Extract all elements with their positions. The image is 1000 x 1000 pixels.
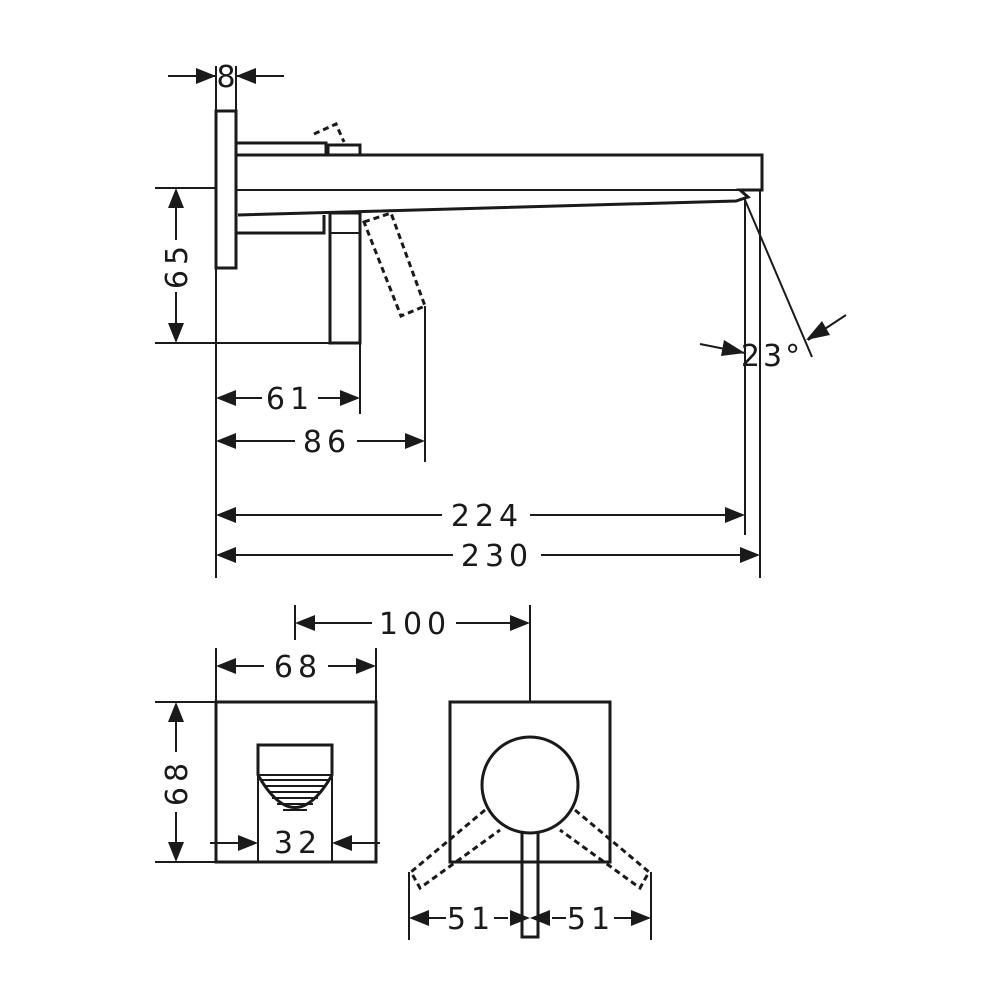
dim-rotation-left-51: 51	[447, 902, 495, 937]
dim-projection-230: 230	[461, 539, 533, 574]
lever-rotated-right	[559, 808, 651, 891]
dim-lever-86: 86	[303, 425, 351, 460]
dim-plate-thickness: 8	[216, 60, 235, 95]
dim-rotation-right-51: 51	[567, 902, 615, 937]
spout-plate	[214, 700, 378, 864]
dim-angle-23: 23°	[741, 339, 803, 374]
lever-handle-rotated	[362, 211, 427, 318]
dim-width-68: 68	[274, 650, 322, 685]
spout	[236, 153, 764, 217]
dim-height-65: 65	[160, 241, 195, 289]
dim-outlet-32: 32	[274, 826, 322, 861]
side-view: 8 65 61 86 224	[155, 60, 847, 578]
aerator-hatch	[262, 779, 328, 811]
mixer-knob	[480, 735, 580, 835]
mixer-lever	[520, 833, 540, 939]
dim-projection-224: 224	[451, 499, 523, 534]
lever-rotated-left	[409, 808, 501, 891]
dim-height-68: 68	[160, 758, 195, 806]
front-view-mixer: 100 51 51	[294, 605, 652, 940]
dim-lever-61: 61	[266, 382, 314, 417]
front-view-spout: 32 68 68	[155, 648, 380, 864]
wall-plate	[214, 109, 238, 270]
dim-centers-100: 100	[379, 607, 451, 642]
